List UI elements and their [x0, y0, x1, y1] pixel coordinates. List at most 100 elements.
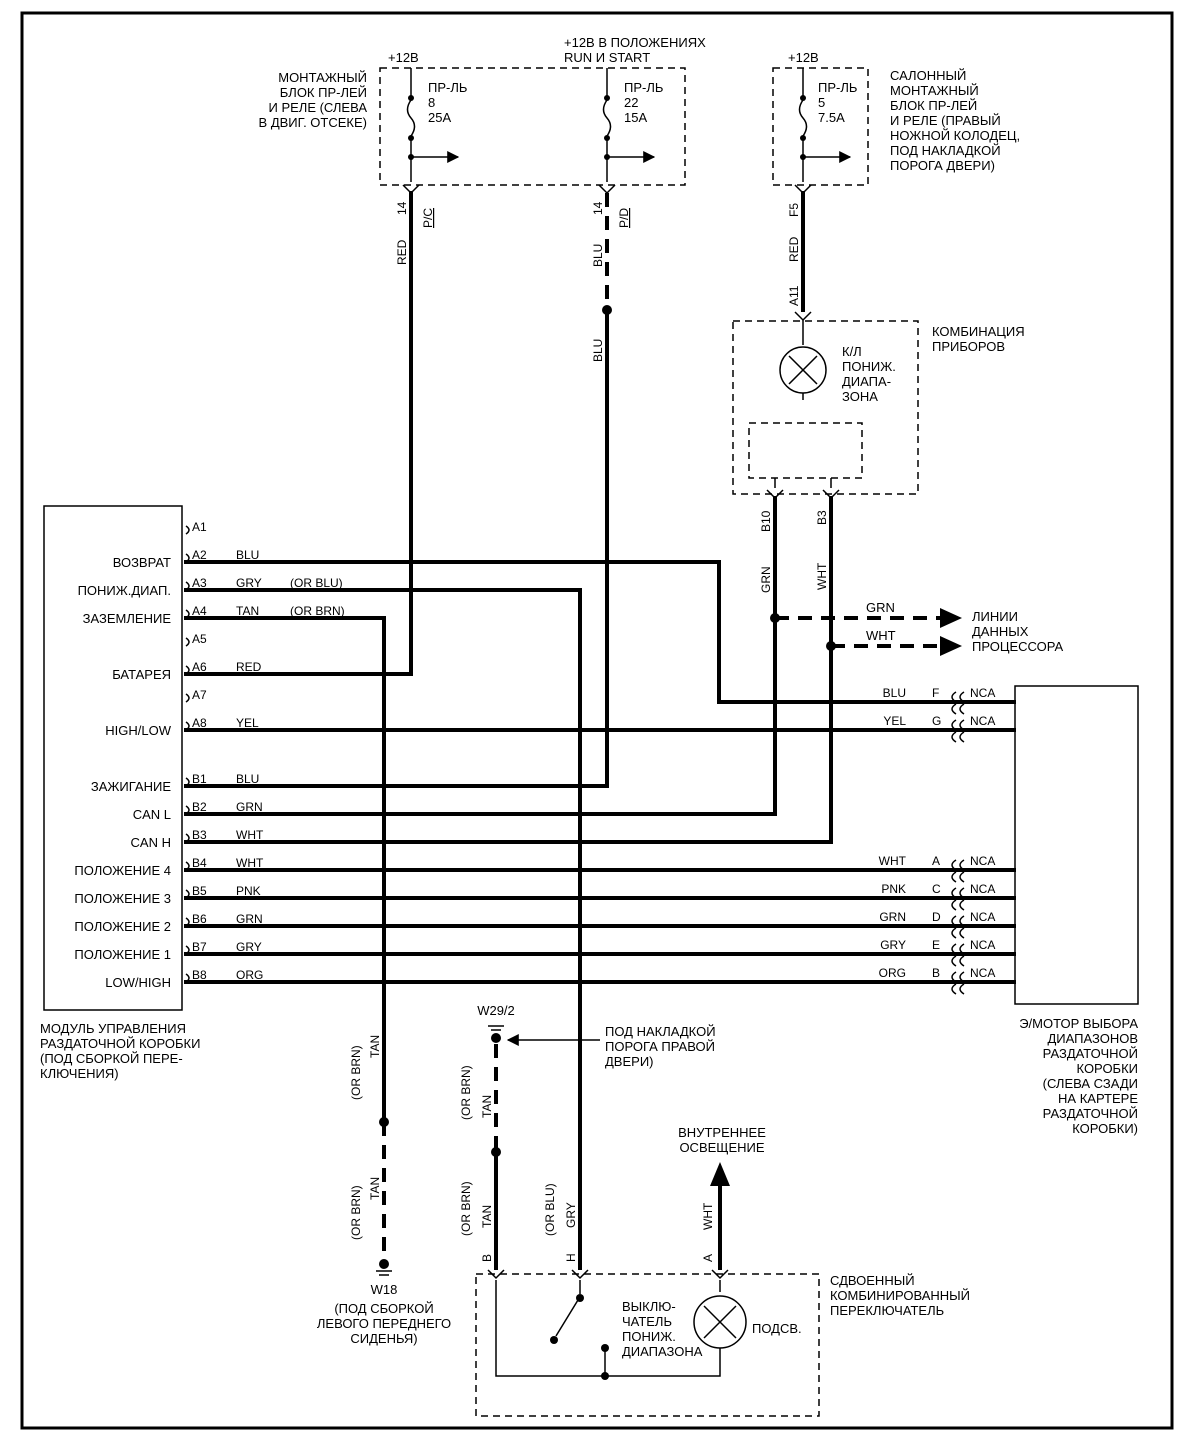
module-pin-label: ВОЗВРАТ	[113, 555, 171, 570]
svg-text:ПР-ЛЬ: ПР-ЛЬ	[818, 80, 857, 95]
motor-wire-color: ORG	[879, 966, 906, 980]
wire-red-battery	[184, 191, 413, 676]
svg-text:В ДВИГ. ОТСЕКЕ): В ДВИГ. ОТСЕКЕ)	[259, 115, 367, 130]
switch-wire-h: GRY	[564, 1202, 578, 1228]
svg-text:ПР-ЛЬ: ПР-ЛЬ	[624, 80, 663, 95]
module-wire-color: BLU	[236, 548, 259, 562]
motor-connector	[951, 915, 965, 939]
wire-wht-label: WHT	[815, 562, 829, 590]
fuse8-pin: 14	[395, 201, 409, 215]
motor-connector	[951, 887, 965, 911]
svg-text:15А: 15А	[624, 110, 647, 125]
module-pin-id: A3	[192, 576, 207, 590]
cabin-fuse-block: САЛОННЫЙ МОНТАЖНЫЙ БЛОК ПР-ЛЕЙ И РЕЛЕ (П…	[772, 67, 1020, 186]
switch-pin-a: A	[701, 1254, 715, 1262]
motor-nca-label: NCA	[970, 966, 995, 980]
wire-blu-label-bottom: BLU	[591, 339, 605, 362]
svg-text:СДВОЕННЫЙ: СДВОЕННЫЙ	[830, 1273, 915, 1288]
fuse8-conn: P/C	[421, 208, 435, 228]
w18-wire-label: TAN	[368, 1035, 382, 1058]
module-pin-label: CAN H	[131, 835, 171, 850]
svg-text:К/Л: К/Л	[842, 344, 862, 359]
svg-text:ДИАПАЗОНОВ: ДИАПАЗОНОВ	[1047, 1031, 1138, 1046]
module-pin-id: B8	[192, 968, 207, 982]
svg-text:КОРОБКИ: КОРОБКИ	[1077, 1061, 1138, 1076]
svg-text:И РЕЛЕ (СЛЕВА: И РЕЛЕ (СЛЕВА	[268, 100, 367, 115]
module-wire-color: TAN	[236, 604, 259, 618]
fuse22-pin: 14	[591, 201, 605, 215]
w18-alt-label: (OR BRN)	[349, 1045, 363, 1100]
svg-text:БЛОК ПР-ЛЕЙ: БЛОК ПР-ЛЕЙ	[280, 85, 367, 100]
interior-light-arrow-icon	[710, 1162, 730, 1186]
fuse22-conn: P/D	[617, 208, 631, 228]
svg-text:TAN: TAN	[480, 1095, 494, 1118]
module-pin-id: A2	[192, 548, 207, 562]
module-pin-id: B2	[192, 800, 207, 814]
module-pin-label: ПОЛОЖЕНИЕ 3	[74, 891, 171, 906]
svg-text:РАЗДАТОЧНОЙ: РАЗДАТОЧНОЙ	[1043, 1106, 1138, 1121]
motor-pin-id: G	[932, 714, 941, 728]
module-pin-connector	[185, 833, 190, 843]
svg-text:ПОДСВ.: ПОДСВ.	[752, 1321, 802, 1336]
fuse8-supply-label: +12В	[388, 50, 419, 65]
svg-text:ВНУТРЕННЕЕ: ВНУТРЕННЕЕ	[678, 1125, 766, 1140]
module-pin-label: ПОЛОЖЕНИЕ 1	[74, 947, 171, 962]
motor-nca-label: NCA	[970, 882, 995, 896]
svg-text:ПРОЦЕССОРА: ПРОЦЕССОРА	[972, 639, 1064, 654]
motor-wire-color: PNK	[881, 882, 906, 896]
module-wire-color: WHT	[236, 828, 264, 842]
motor-pin-id: B	[932, 966, 940, 980]
svg-text:ЛИНИИ: ЛИНИИ	[972, 609, 1018, 624]
svg-text:ПОРОГА ДВЕРИ): ПОРОГА ДВЕРИ)	[890, 158, 995, 173]
motor-wire-color: WHT	[879, 854, 907, 868]
fuse-5: ПР-ЛЬ 5 7.5А	[798, 68, 857, 182]
motor-wire-color: YEL	[883, 714, 906, 728]
svg-text:ВЫКЛЮ-: ВЫКЛЮ-	[622, 1299, 676, 1314]
module-pin-id: B4	[192, 856, 207, 870]
svg-text:КОМБИНАЦИЯ: КОМБИНАЦИЯ	[932, 324, 1025, 339]
svg-text:КЛЮЧЕНИЯ): КЛЮЧЕНИЯ)	[40, 1066, 119, 1081]
svg-text:ПОД НАКЛАДКОЙ: ПОД НАКЛАДКОЙ	[605, 1024, 716, 1039]
svg-text:5: 5	[818, 95, 825, 110]
motor-connector	[951, 859, 965, 883]
motor-wire-color: GRN	[879, 910, 906, 924]
module-pin-label: CAN L	[133, 807, 171, 822]
svg-text:РАЗДАТОЧНОЙ: РАЗДАТОЧНОЙ	[1043, 1046, 1138, 1061]
module-pin-label: ПОНИЖ.ДИАП.	[78, 583, 171, 598]
module-wire-alt: (OR BLU)	[290, 576, 343, 590]
motor-pin-id: A	[932, 854, 940, 868]
wire-red-cluster-label: RED	[787, 236, 801, 262]
fuse5-supply-label: +12В	[788, 50, 819, 65]
wire-can-h	[184, 496, 833, 844]
module-pin-connector	[185, 637, 190, 647]
module-pin-id: B5	[192, 884, 207, 898]
svg-text:WHT: WHT	[866, 628, 896, 643]
module-pin-label: HIGH/LOW	[105, 723, 171, 738]
motor-nca-label: NCA	[970, 686, 995, 700]
module-pin-connector	[185, 525, 190, 535]
module-pin-id: A6	[192, 660, 207, 674]
module-pin-id: B1	[192, 772, 207, 786]
svg-text:(СЛЕВА СЗАДИ: (СЛЕВА СЗАДИ	[1043, 1076, 1138, 1091]
motor-connector	[951, 691, 965, 715]
module-wire-color: ORG	[236, 968, 263, 982]
svg-text:НА КАРТЕРЕ: НА КАРТЕРЕ	[1058, 1091, 1138, 1106]
svg-text:(OR BRN): (OR BRN)	[459, 1065, 473, 1120]
module-pin-label: ПОЛОЖЕНИЕ 2	[74, 919, 171, 934]
svg-text:И РЕЛЕ (ПРАВЫЙ: И РЕЛЕ (ПРАВЫЙ	[890, 113, 1001, 128]
motor-wire-color: GRY	[880, 938, 906, 952]
svg-text:МОНТАЖНЫЙ: МОНТАЖНЫЙ	[278, 70, 367, 85]
svg-text:ПОД НАКЛАДКОЙ: ПОД НАКЛАДКОЙ	[890, 143, 1001, 158]
svg-text:НОЖНОЙ КОЛОДЕЦ,: НОЖНОЙ КОЛОДЕЦ,	[890, 128, 1020, 143]
module-pin-id: B6	[192, 912, 207, 926]
svg-text:ПОНИЖ.: ПОНИЖ.	[842, 359, 896, 374]
svg-text:ДИАПА-: ДИАПА-	[842, 374, 891, 389]
svg-text:ПРИБОРОВ: ПРИБОРОВ	[932, 339, 1005, 354]
module-pin-id: A8	[192, 716, 207, 730]
wire-grn-label: GRN	[759, 566, 773, 593]
svg-text:МОНТАЖНЫЙ: МОНТАЖНЫЙ	[890, 83, 979, 98]
module-wire-color: YEL	[236, 716, 259, 730]
engine-fuse-block: МОНТАЖНЫЙ БЛОК ПР-ЛЕЙ И РЕЛЕ (СЛЕВА В ДВ…	[259, 67, 686, 186]
svg-text:(ПОД СБОРКОЙ ПЕРЕ-: (ПОД СБОРКОЙ ПЕРЕ-	[40, 1051, 183, 1066]
